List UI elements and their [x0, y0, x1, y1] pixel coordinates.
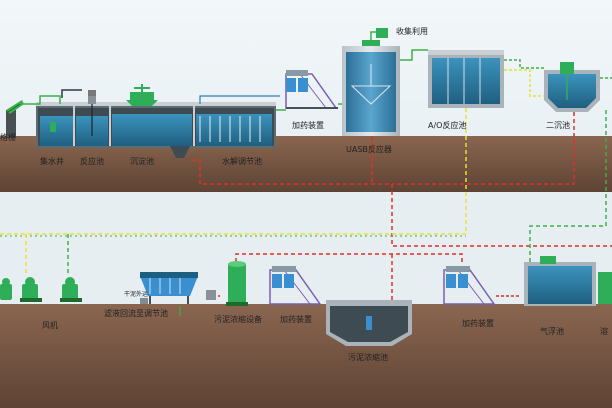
blower-group [0, 277, 82, 302]
label-reaction-tank: 反应池 [80, 157, 104, 166]
label-collect-reuse: 收集利用 [396, 27, 428, 36]
lower-ground [0, 304, 612, 408]
label-sludge-equipment: 污泥浓缩设备 [214, 315, 262, 324]
sludge-thickening-tank [326, 300, 412, 346]
label-ao-tank: A/O反应池 [428, 121, 467, 130]
label-grille: 格栅 [0, 133, 16, 142]
label-collection-well: 集水井 [40, 157, 64, 166]
ao-tank [428, 50, 504, 108]
label-dosing-lower-left: 加药装置 [280, 315, 312, 324]
label-air-flotation: 气浮池 [540, 327, 564, 336]
mixer-device [126, 84, 158, 106]
label-dosing-lower-right: 加药装置 [462, 319, 494, 328]
secondary-sedimentation [544, 62, 600, 112]
label-uasb: UASB反应器 [346, 145, 392, 154]
sludge-thickener-equipment [226, 261, 248, 306]
filter-press [140, 272, 198, 304]
label-partial-right: 溶 [600, 327, 608, 336]
label-dry-mud: 干泥外运 [124, 291, 149, 298]
label-hydrolysis-tank: 水解调节池 [222, 157, 262, 166]
label-sedimentation-tank: 沉淀池 [130, 157, 154, 166]
grille-unit [6, 100, 24, 138]
lower-pipes [0, 233, 520, 316]
uasb-reactor [342, 28, 400, 136]
dosing-station-lower-right [443, 266, 496, 305]
label-blower: 风机 [42, 321, 58, 330]
air-flotation-tank [524, 256, 612, 306]
upper-basin-group [22, 84, 280, 158]
label-filtrate: 滤液回流至调节池 [104, 309, 168, 318]
label-secondary-sed: 二沉池 [546, 121, 570, 130]
dosing-station-upper [285, 70, 338, 109]
upper-pipes [192, 49, 612, 262]
sludge-pump [206, 290, 216, 300]
label-sludge-tank: 污泥浓缩池 [348, 353, 388, 362]
lower-sky [0, 192, 612, 304]
dosing-station-lower-left [269, 266, 322, 305]
label-dosing-upper: 加药装置 [292, 121, 324, 130]
